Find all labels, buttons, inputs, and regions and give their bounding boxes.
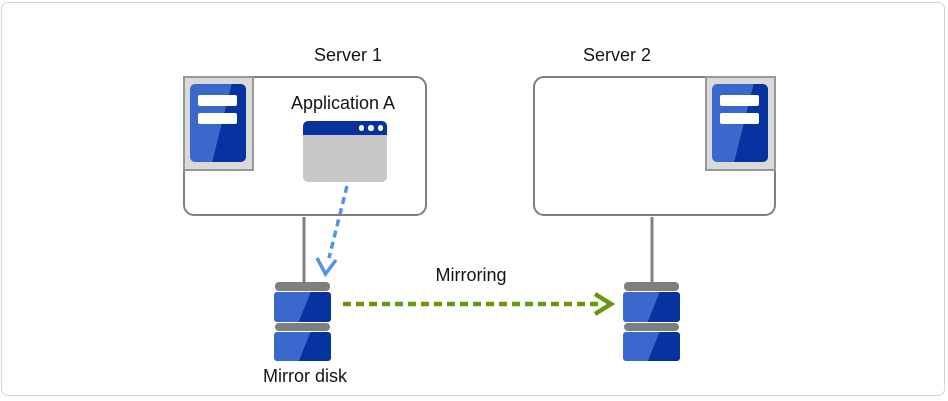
window-titlebar: [303, 121, 387, 135]
application-a-label: Application A: [290, 93, 396, 113]
disk-cap-icon: [275, 282, 330, 291]
disk-platter-icon: [623, 332, 680, 361]
disk-platter-icon: [274, 292, 331, 322]
tower-slot-icon: [720, 95, 759, 106]
window-dot-icon: [368, 125, 374, 131]
window-buttons-icon: [358, 125, 383, 131]
disk-platter-icon: [623, 292, 680, 322]
server1-label: Server 1: [313, 45, 383, 65]
disk-cap-icon: [275, 323, 330, 331]
window-dot-icon: [377, 125, 383, 131]
window-dot-icon: [358, 125, 364, 131]
server1-tower-icon: [190, 84, 246, 162]
application-window-icon: [303, 121, 387, 182]
server2-tower-icon: [712, 84, 768, 162]
diagram-frame: [1, 2, 945, 396]
tower-slot-icon: [198, 95, 237, 106]
mirror-disk-icon-secondary: [623, 282, 680, 361]
disk-cap-icon: [624, 323, 679, 331]
mirror-disk-label: Mirror disk: [263, 366, 347, 386]
mirror-disk-icon-primary: [274, 282, 331, 361]
server2-label: Server 2: [582, 45, 652, 65]
tower-slot-icon: [198, 113, 237, 124]
mirroring-label: Mirroring: [435, 265, 507, 285]
mirroring-arrow-head: [593, 292, 616, 316]
window-body: [303, 135, 387, 182]
app-to-disk-arrow-head: [315, 257, 338, 278]
disk-platter-icon: [274, 332, 331, 361]
tower-slot-icon: [720, 113, 759, 124]
disk-cap-icon: [624, 282, 679, 291]
